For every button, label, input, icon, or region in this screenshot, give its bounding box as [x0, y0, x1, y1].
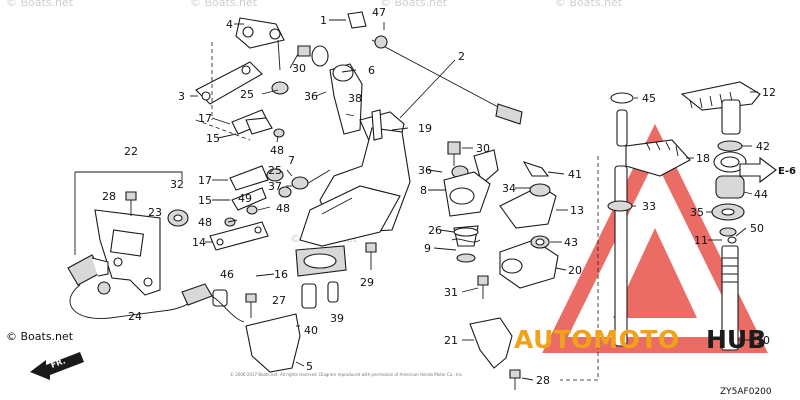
callout-20: 20 [568, 264, 582, 277]
callout-27: 27 [272, 294, 286, 307]
triangle-logo [542, 123, 768, 353]
callout-46: 46 [220, 268, 234, 281]
copyright-line: © 2006-2017 Boats.net. All rights reserv… [230, 372, 463, 377]
watermark-text: © Boats.net [190, 0, 258, 9]
shift-shaft-assembly [607, 81, 777, 351]
part-callouts: 4 1 47 2 3 30 6 25 36 38 17 15 19 48 7 3… [102, 6, 776, 387]
callout-13: 13 [570, 204, 584, 217]
callout-5: 5 [306, 360, 313, 373]
callout-2: 2 [458, 50, 465, 63]
callout-36: 36 [304, 90, 318, 103]
callout-23: 23 [148, 206, 162, 219]
callout-39: 39 [330, 312, 344, 325]
callout-4: 4 [226, 18, 233, 31]
callout-48c: 48 [198, 216, 212, 229]
callout-40: 40 [304, 324, 318, 337]
callout-1: 1 [320, 14, 327, 27]
callout-17: 17 [198, 112, 212, 125]
callout-47: 47 [372, 6, 386, 19]
callout-44: 44 [754, 188, 768, 201]
callout-leaders [190, 19, 758, 381]
callout-24: 24 [128, 310, 142, 323]
callout-28b: 28 [536, 374, 550, 387]
callout-16: 16 [274, 268, 288, 281]
brand-part-hub: HUB [706, 325, 766, 354]
callout-28: 28 [102, 190, 116, 203]
callout-48: 48 [270, 144, 284, 157]
callout-11: 11 [694, 234, 708, 247]
callout-48b: 48 [276, 202, 290, 215]
brand-watermark: AUTOMOTO HUB [514, 325, 766, 354]
callout-34: 34 [502, 182, 516, 195]
diagram-code: ZY5AF0200 [720, 387, 772, 397]
callout-25: 25 [240, 88, 254, 101]
callout-31: 31 [444, 286, 458, 299]
callout-35: 35 [690, 206, 704, 219]
callout-25b: 25 [268, 164, 282, 177]
callout-50: 50 [750, 222, 764, 235]
shift-arm-bracket-center [245, 11, 523, 373]
watermark-text: © Boats.net [555, 0, 623, 9]
callout-29: 29 [360, 276, 374, 289]
callout-32: 32 [170, 178, 184, 191]
callout-9: 9 [424, 242, 431, 255]
callout-18: 18 [696, 152, 710, 165]
neutral-switch-assembly [67, 171, 245, 323]
callout-3: 3 [178, 90, 185, 103]
callout-22: 22 [124, 145, 138, 158]
callout-26: 26 [428, 224, 442, 237]
callout-7: 7 [288, 154, 295, 167]
watermark-text: © Boats.net [380, 0, 448, 9]
source-site-label: © Boats.net [6, 330, 74, 343]
brand-part-automoto: AUTOMOTO [514, 325, 680, 354]
callout-38: 38 [348, 92, 362, 105]
callout-30: 30 [292, 62, 306, 75]
callout-19: 19 [418, 122, 432, 135]
callout-6: 6 [368, 64, 375, 77]
callout-14: 14 [192, 236, 206, 249]
callout-45: 45 [642, 92, 656, 105]
callout-21: 21 [444, 334, 458, 347]
callout-30b: 30 [476, 142, 490, 155]
callout-41: 41 [568, 168, 582, 181]
callout-10: 10 [756, 334, 770, 347]
callout-42: 42 [756, 140, 770, 153]
callout-8: 8 [420, 184, 427, 197]
callout-12: 12 [762, 86, 776, 99]
watermark-text: © Boats.net [6, 0, 74, 9]
callout-37: 37 [268, 180, 282, 193]
callout-36b: 36 [418, 164, 432, 177]
callout-17b: 17 [198, 174, 212, 187]
reference-label: E-6 [778, 166, 796, 177]
forward-direction-arrow: FR. [30, 352, 84, 380]
callout-15: 15 [206, 132, 220, 145]
callout-15b: 15 [198, 194, 212, 207]
callout-43: 43 [564, 236, 578, 249]
callout-33: 33 [642, 200, 656, 213]
callout-49: 49 [238, 192, 252, 205]
shift-linkage-upper [195, 17, 285, 251]
shift-cam-assembly [443, 141, 599, 390]
